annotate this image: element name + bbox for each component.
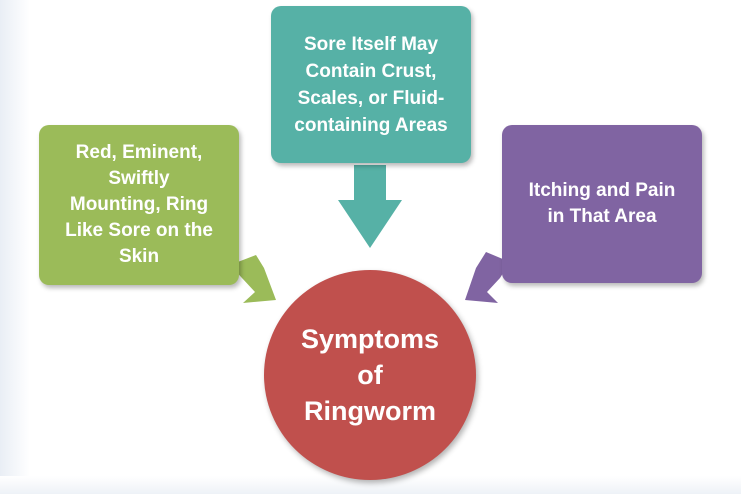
node-top-line-2: Contain Crust, <box>305 60 437 82</box>
node-top-line-4: containing Areas <box>294 114 448 136</box>
center-line-1: Symptoms <box>300 324 440 354</box>
center-node: Symptoms of Ringworm <box>264 270 476 480</box>
node-left-text: Red, Eminent, Swiftly Mounting, Ring Lik… <box>65 140 213 270</box>
center-node-text: Symptoms of Ringworm <box>301 321 439 429</box>
node-left-line-1: Red, Eminent, <box>75 142 203 163</box>
node-left-line-5: Skin <box>118 246 160 267</box>
node-left-line-3: Mounting, Ring <box>69 194 209 215</box>
arrow-right-to-center <box>465 252 510 303</box>
node-top-line-3: Scales, or Fluid- <box>297 87 445 109</box>
node-right-line-1: Itching and Pain <box>528 180 676 201</box>
arrow-left-to-center <box>230 255 276 303</box>
node-top: Sore Itself May Contain Crust, Scales, o… <box>271 6 471 163</box>
center-line-3: Ringworm <box>303 396 436 426</box>
node-top-line-1: Sore Itself May <box>303 33 439 55</box>
node-left-line-2: Swiftly <box>108 168 170 189</box>
center-line-2: of <box>357 360 383 390</box>
node-right-line-2: in That Area <box>547 206 657 227</box>
node-left: Red, Eminent, Swiftly Mounting, Ring Lik… <box>39 125 239 285</box>
arrow-top-to-center <box>338 165 402 248</box>
left-edge-shading <box>0 0 30 494</box>
node-top-text: Sore Itself May Contain Crust, Scales, o… <box>294 31 447 139</box>
bottom-edge-shading <box>0 476 741 494</box>
node-right-text: Itching and Pain in That Area <box>529 178 676 230</box>
node-left-line-4: Like Sore on the <box>65 220 213 241</box>
node-right: Itching and Pain in That Area <box>502 125 702 283</box>
